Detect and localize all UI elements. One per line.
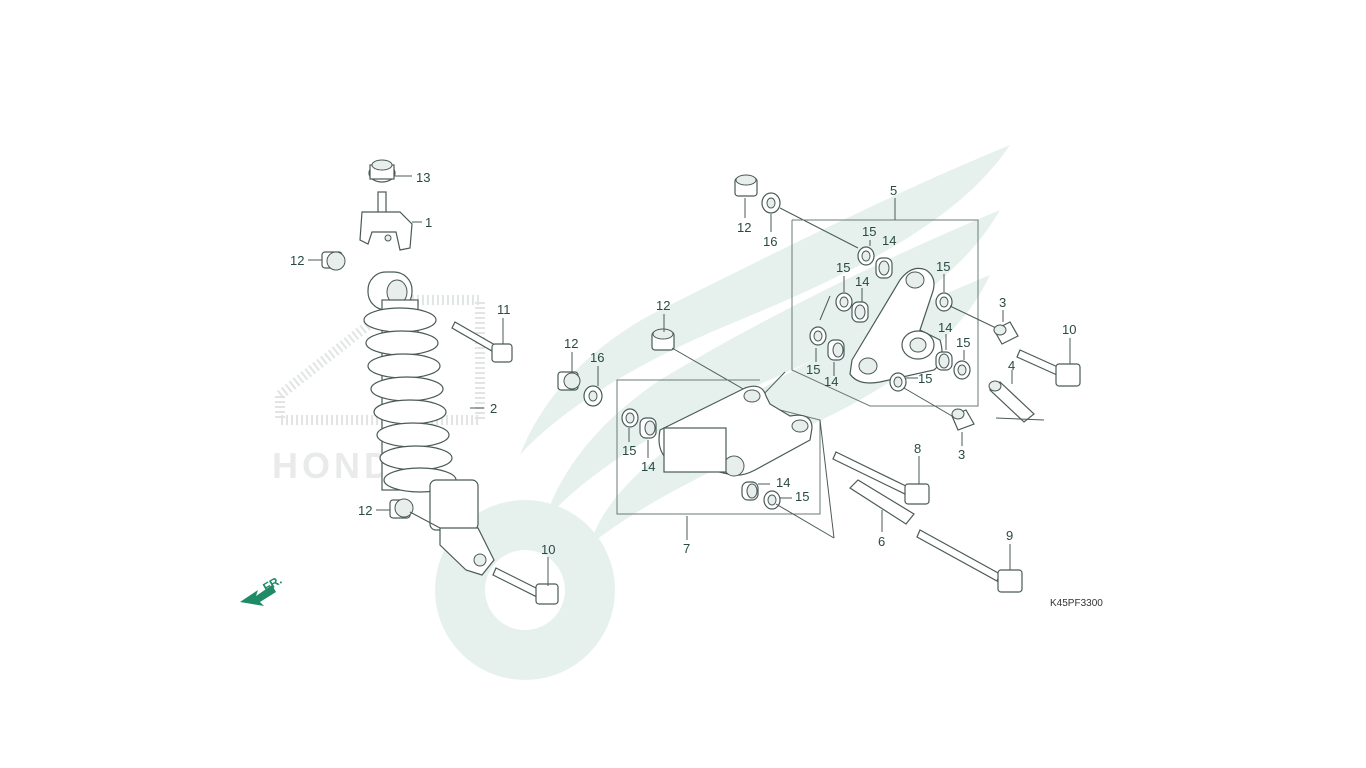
diagram-code: K45PF3300 [1050,598,1103,609]
bolt-10-right[interactable] [1016,349,1081,387]
seal-15-top[interactable] [857,246,875,266]
upper-bracket-1[interactable] [359,211,413,251]
bearing-14-right[interactable] [935,351,953,371]
callout-3: 3 [999,295,1006,310]
seal-15-right-mid[interactable] [953,360,971,380]
bolt-10-left[interactable] [492,567,559,605]
cushion-arm-5[interactable] [849,267,943,384]
callout-13: 13 [416,170,430,185]
callout-7: 7 [683,541,690,556]
callout-14: 14 [938,320,952,335]
pivot-pipe-6[interactable] [849,479,915,525]
callout-14: 14 [882,233,896,248]
seal-15-arm-right[interactable] [763,490,781,510]
stud-bolt [377,191,387,215]
callout-15: 15 [936,259,950,274]
bolt-11[interactable] [451,321,513,363]
callout-15: 15 [918,371,932,386]
callout-12: 12 [737,220,751,235]
bolt-9[interactable] [916,529,1023,593]
nut-12-mid-top[interactable] [651,328,675,351]
callout-15: 15 [795,489,809,504]
nut-12-left-bottom[interactable] [389,498,414,519]
bolt-8[interactable] [832,451,930,505]
nut-12-left-top[interactable] [321,251,346,271]
callout-8: 8 [914,441,921,456]
callout-12: 12 [358,503,372,518]
callout-14: 14 [855,274,869,289]
collar-3-upper[interactable] [993,321,1019,345]
callout-2: 2 [490,401,497,416]
callout-15: 15 [956,335,970,350]
callout-16: 16 [763,234,777,249]
callout-5: 5 [890,183,897,198]
nut-12-top[interactable] [734,174,758,197]
seal-15-arm-left[interactable] [621,408,639,428]
shock-arm-7[interactable] [658,385,813,477]
callout-12: 12 [564,336,578,351]
seal-15-right-low[interactable] [889,372,907,392]
callout-15: 15 [622,443,636,458]
callout-14: 14 [824,374,838,389]
bearing-14-top[interactable] [875,257,893,279]
callout-15: 15 [836,260,850,275]
callout-12: 12 [290,253,304,268]
collar-4[interactable] [988,380,1035,423]
callout-15: 15 [806,362,820,377]
nut-13[interactable] [368,159,396,183]
callout-10: 10 [541,542,555,557]
callout-12: 12 [656,298,670,313]
washer-16-mid[interactable] [583,385,603,407]
callout-11: 11 [497,302,511,317]
nut-12-mid-left[interactable] [557,371,581,391]
callout-9: 9 [1006,528,1013,543]
seal-15-mid[interactable] [835,292,853,312]
callout-16: 16 [590,350,604,365]
callout-6: 6 [878,534,885,549]
callout-1: 1 [425,215,432,230]
bearing-14-arm-right[interactable] [741,481,759,501]
callout-10: 10 [1062,322,1076,337]
callout-14: 14 [641,459,655,474]
seal-15-low[interactable] [809,326,827,346]
bearing-14-low[interactable] [827,339,845,361]
collar-3-lower[interactable] [951,408,975,431]
cushion-arm-group-outline [791,219,979,407]
callout-3: 3 [958,447,965,462]
washer-16-top[interactable] [761,192,781,214]
callout-4: 4 [1008,358,1015,373]
shock-arm-group-outline [616,379,821,515]
callout-15: 15 [862,224,876,239]
bearing-14-mid[interactable] [851,301,869,323]
bearing-14-arm-left[interactable] [639,417,657,439]
callout-14: 14 [776,475,790,490]
seal-15-right-top[interactable] [935,292,953,312]
rear-shock-absorber-2[interactable] [363,271,495,576]
